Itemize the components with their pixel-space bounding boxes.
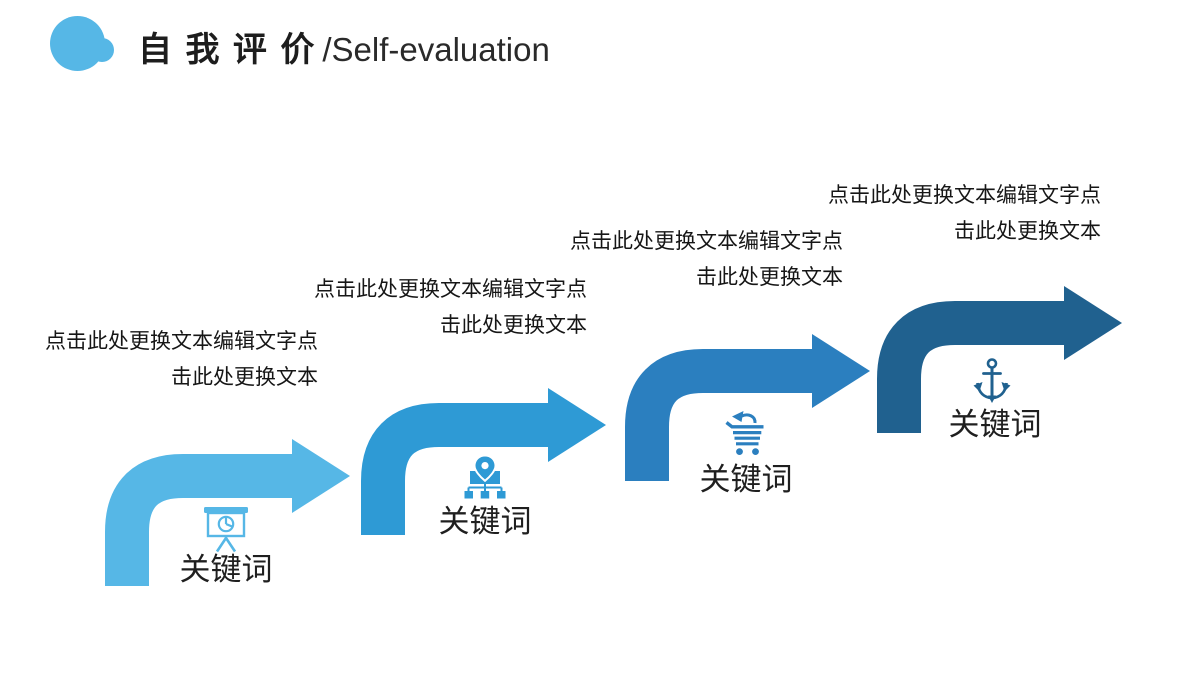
curved-step-arrow-4 [874, 281, 1124, 433]
location-sitemap-icon [461, 454, 509, 501]
placeholder-text-3: 点击此处更换文本编辑文字点 击此处更换文本 [503, 224, 843, 296]
curved-step-arrow-2 [358, 383, 608, 535]
page-title-zh: 自 我 评 价 [138, 31, 317, 69]
page-title-en: /Self-evaluation [322, 31, 550, 68]
placeholder-text-1: 点击此处更换文本编辑文字点 击此处更换文本 [0, 324, 318, 396]
keyword-label-3: 关键词 [699, 462, 793, 497]
placeholder-text-4: 点击此处更换文本编辑文字点 击此处更换文本 [761, 178, 1101, 250]
placeholder-text-line1: 点击此处更换文本编辑文字点 [570, 230, 843, 253]
placeholder-text-line2: 击此处更换文本 [171, 366, 318, 389]
page-title: 自 我 评 价 /Self-evaluation [138, 22, 550, 71]
logo-blob-small-circle [90, 38, 114, 62]
placeholder-text-line1: 点击此处更换文本编辑文字点 [45, 330, 318, 353]
logo-blob [48, 14, 120, 76]
keyword-label-2: 关键词 [438, 504, 532, 539]
placeholder-text-line2: 击此处更换文本 [954, 220, 1101, 243]
shopping-cart-icon [722, 410, 770, 457]
placeholder-text-line1: 点击此处更换文本编辑文字点 [314, 278, 587, 301]
keyword-label-4: 关键词 [948, 407, 1042, 442]
placeholder-text-line2: 击此处更换文本 [696, 266, 843, 289]
anchor-icon [971, 357, 1019, 404]
placeholder-text-line2: 击此处更换文本 [440, 314, 587, 337]
keyword-label-1: 关键词 [179, 552, 273, 587]
placeholder-text-line1: 点击此处更换文本编辑文字点 [828, 184, 1101, 207]
presentation-chart-icon [202, 506, 250, 553]
curved-step-arrow-3 [622, 329, 872, 481]
placeholder-text-2: 点击此处更换文本编辑文字点 击此处更换文本 [247, 272, 587, 344]
curved-step-arrow-1 [102, 434, 352, 586]
